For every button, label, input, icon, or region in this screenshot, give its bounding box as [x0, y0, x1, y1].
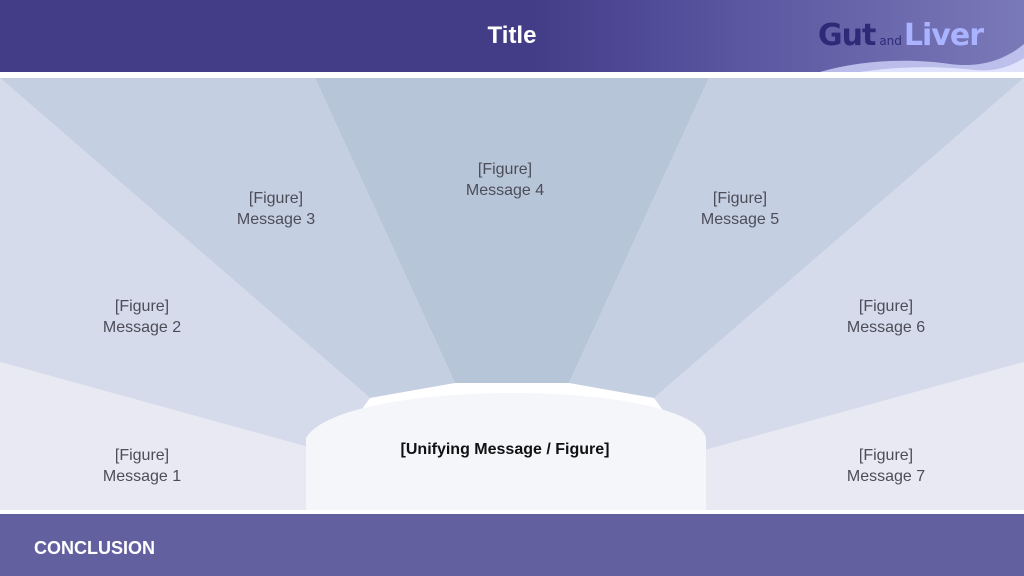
radial-fan-diagram	[0, 78, 1024, 510]
footer-divider	[0, 510, 1024, 514]
logo-and: and	[879, 34, 902, 48]
message-6-label: [Figure] Message 6	[796, 296, 976, 338]
message-2-label: [Figure] Message 2	[52, 296, 232, 338]
message-1-label: [Figure] Message 1	[52, 445, 232, 487]
message-4-figure: [Figure]	[477, 161, 533, 178]
message-2-figure: [Figure]	[114, 298, 170, 315]
message-4-label: [Figure] Message 4	[415, 159, 595, 201]
logo-gut: Gut	[818, 18, 876, 53]
message-1-text: Message 1	[102, 468, 182, 485]
message-7-text: Message 7	[846, 468, 926, 485]
message-6-figure: [Figure]	[858, 298, 914, 315]
message-7-label: [Figure] Message 7	[796, 445, 976, 487]
ray-6	[654, 78, 1024, 453]
logo-liver: Liver	[903, 18, 984, 53]
ray-2	[0, 78, 370, 453]
ray-7	[694, 362, 1024, 510]
message-3-label: [Figure] Message 3	[186, 188, 366, 230]
slide-title: Title	[487, 22, 537, 49]
message-4-text: Message 4	[465, 182, 545, 199]
ray-1	[0, 362, 330, 510]
message-3-text: Message 3	[236, 211, 316, 228]
ray-4	[315, 78, 709, 383]
header-divider	[0, 72, 1024, 78]
logo-wave-icon	[820, 44, 1024, 72]
conclusion-label: CONCLUSION	[34, 538, 155, 558]
message-2-text: Message 2	[102, 319, 182, 336]
hub-shape	[306, 393, 706, 510]
footer-bar	[0, 514, 1024, 576]
ray-3	[0, 78, 455, 398]
message-5-label: [Figure] Message 5	[650, 188, 830, 230]
message-3-figure: [Figure]	[248, 190, 304, 207]
message-7-figure: [Figure]	[858, 447, 914, 464]
message-5-text: Message 5	[700, 211, 780, 228]
message-5-figure: [Figure]	[712, 190, 768, 207]
unifying-message: [Unifying Message / Figure]	[400, 441, 610, 458]
message-1-figure: [Figure]	[114, 447, 170, 464]
message-6-text: Message 6	[846, 319, 926, 336]
ray-5	[569, 78, 1024, 398]
